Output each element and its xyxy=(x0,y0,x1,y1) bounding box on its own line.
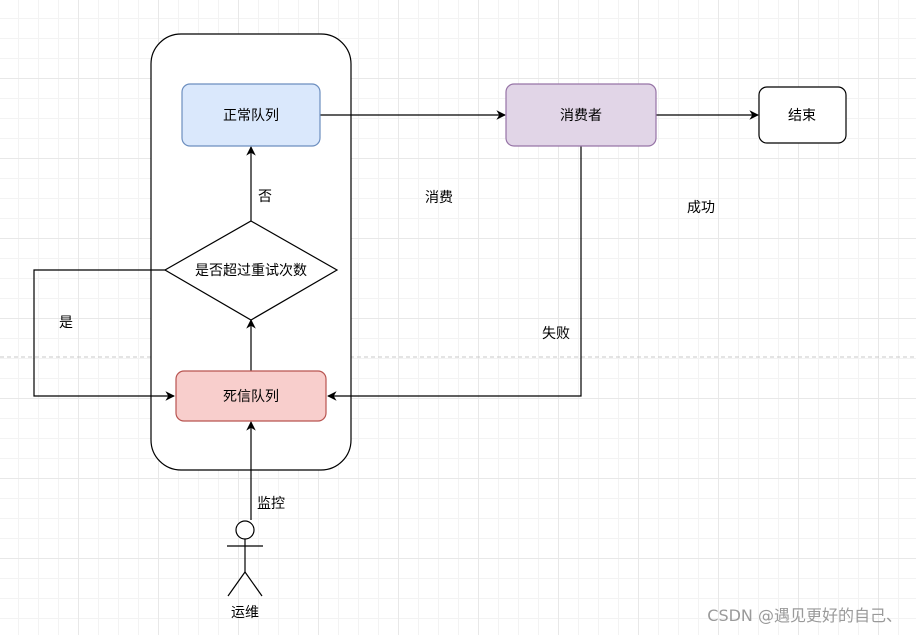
actor-leg-right xyxy=(244,571,263,597)
node-retry-check-label: 是否超过重试次数 xyxy=(195,263,307,279)
node-retry-check[interactable] xyxy=(163,220,339,321)
node-end[interactable] xyxy=(758,86,847,144)
node-end-label: 结束 xyxy=(788,108,816,124)
edge-label-monitor: 监控 xyxy=(257,496,285,512)
actor-leg-left xyxy=(227,571,246,597)
edge-consumer-to-deadletter xyxy=(327,146,582,401)
actor-ops[interactable] xyxy=(227,520,263,597)
edge-label-no: 否 xyxy=(258,189,272,205)
node-normal-queue[interactable] xyxy=(181,83,321,147)
edge-label-yes: 是 xyxy=(59,315,73,331)
actor-head xyxy=(235,520,255,540)
node-consumer-label: 消费者 xyxy=(560,108,602,124)
node-dead-letter-queue-label: 死信队列 xyxy=(223,389,279,405)
edge-label-success: 成功 xyxy=(687,200,715,216)
node-consumer[interactable] xyxy=(505,83,657,147)
actor-ops-label: 运维 xyxy=(231,605,259,621)
watermark-text: CSDN @遇见更好的自己、 xyxy=(707,606,902,625)
edge-check-to-deadletter-yes xyxy=(33,269,175,401)
edge-label-consume: 消费 xyxy=(425,190,453,206)
edge-label-fail: 失败 xyxy=(542,326,570,342)
node-dead-letter-queue[interactable] xyxy=(175,370,327,422)
node-normal-queue-label: 正常队列 xyxy=(223,108,279,124)
